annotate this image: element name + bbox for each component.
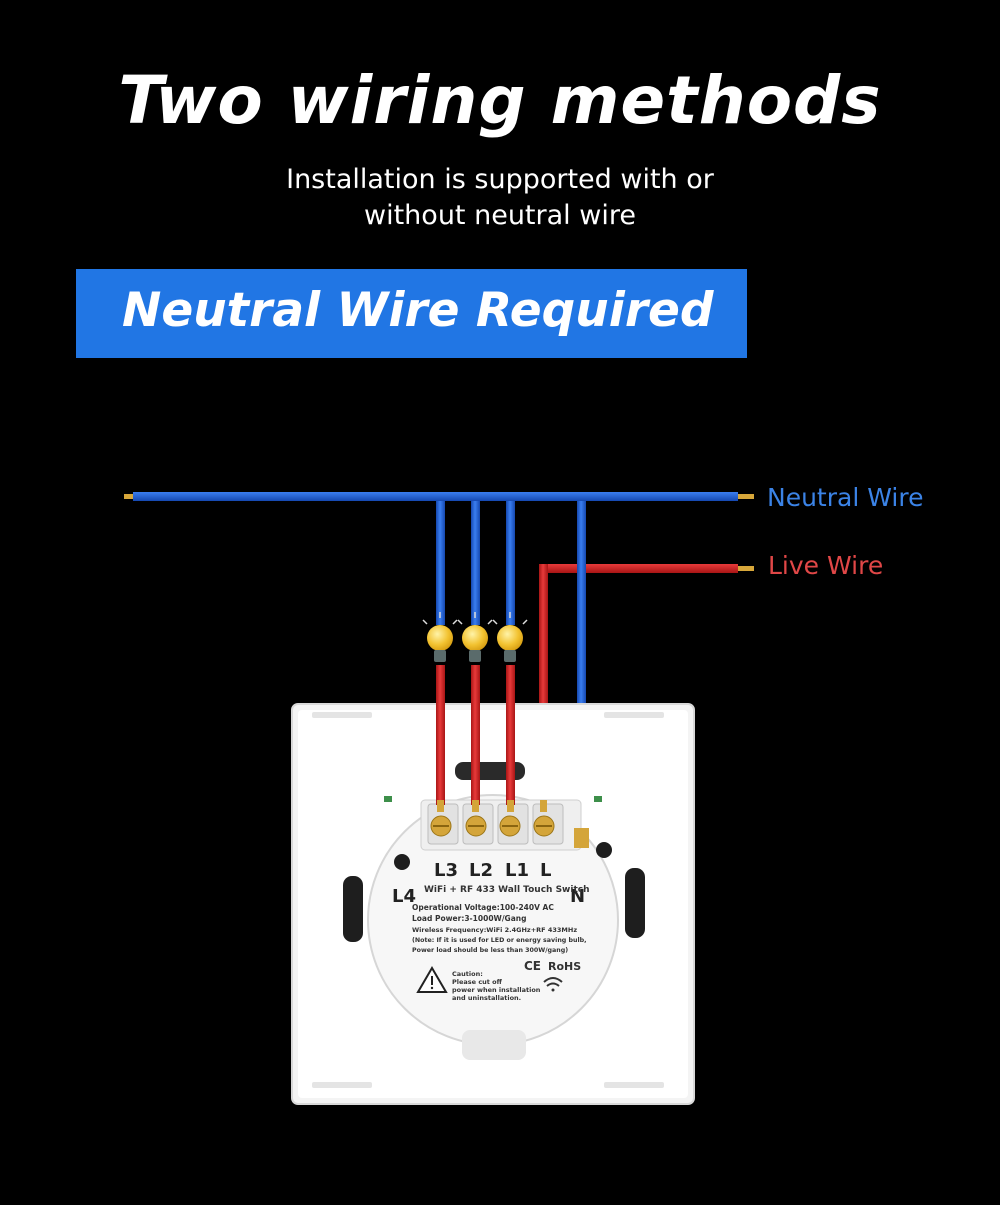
- bulb-neutral-drops: [436, 501, 515, 625]
- wifi-icon: [543, 977, 563, 992]
- terminal-l: [532, 803, 564, 845]
- neutral-bus-wire: [124, 492, 754, 501]
- terminal-label: L2: [469, 860, 493, 881]
- ce-mark: CE: [524, 959, 541, 973]
- caution-line-3: power when installation: [452, 986, 541, 994]
- bulb-icon: [457, 612, 493, 662]
- bulb-icon: [492, 612, 528, 662]
- warning-triangle-icon: [416, 966, 448, 993]
- page-title: Two wiring methods: [118, 62, 882, 139]
- spec-power: Load Power:3-1000W/Gang: [412, 914, 526, 923]
- note-line-2: Power load should be less than 300W/gang…: [412, 947, 568, 954]
- product-name: WiFi + RF 433 Wall Touch Switch: [424, 885, 590, 895]
- neutral-wire-label: Neutral Wire: [767, 483, 924, 512]
- load-wires: [436, 665, 547, 812]
- subtitle-line-2: without neutral wire: [364, 200, 636, 231]
- product-label: WiFi + RF 433 Wall Touch Switch Operatio…: [412, 885, 590, 954]
- note-line-1: (Note: If it is used for LED or energy s…: [412, 937, 587, 944]
- terminal-label: L3: [434, 860, 458, 881]
- banner-text: Neutral Wire Required: [122, 283, 714, 338]
- spec-frequency: Wireless Frequency:WiFi 2.4GHz+RF 433MHz: [412, 926, 577, 934]
- rohs-mark: RoHS: [548, 960, 581, 973]
- spec-voltage: Operational Voltage:100-240V AC: [412, 903, 554, 912]
- terminal-n: [574, 828, 589, 848]
- terminal-labels: L3 L2 L1 L L4 N: [392, 860, 585, 907]
- caution-line-2: Please cut off: [452, 978, 503, 986]
- caution-text: Caution: Please cut off power when insta…: [452, 970, 541, 1002]
- live-wire-label: Live Wire: [768, 551, 884, 580]
- bulb-icon: [422, 612, 458, 662]
- live-wire: [539, 564, 754, 804]
- terminal-l1: [497, 803, 529, 845]
- subtitle-line-1: Installation is supported with or: [286, 164, 714, 195]
- section-banner: Neutral Wire Required: [76, 269, 747, 358]
- caution-line-4: and uninstallation.: [452, 994, 521, 1002]
- terminal-l2: [462, 803, 494, 845]
- terminal-label: L1: [505, 860, 529, 881]
- terminal-label-n: N: [570, 886, 585, 907]
- terminal-label: L: [540, 860, 551, 881]
- neutral-n-wire: [577, 501, 586, 831]
- caution-line-1: Caution:: [452, 970, 483, 978]
- terminal-label-l4: L4: [392, 886, 416, 907]
- subtitle: Installation is supported with or withou…: [250, 162, 750, 234]
